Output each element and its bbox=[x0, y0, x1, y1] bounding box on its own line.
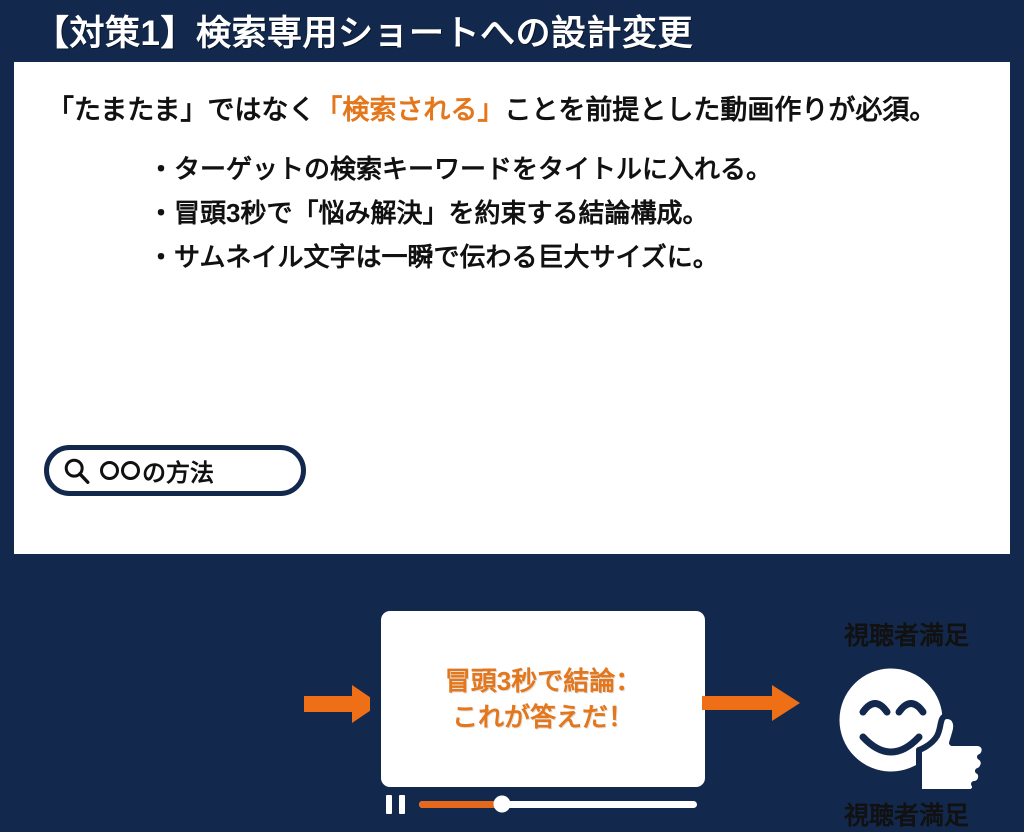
placeholder-circle-icon bbox=[100, 461, 119, 480]
video-screen: 冒頭3秒で結論： これが答えだ！ bbox=[381, 611, 705, 787]
placeholder-circle-icon bbox=[121, 461, 140, 480]
content-panel: 「たまたま」ではなく「検索される」ことを前提とした動画作りが必須。 ・ターゲット… bbox=[14, 62, 1010, 830]
list-item: ・ターゲットの検索キーワードをタイトルに入れる。 bbox=[148, 154, 773, 184]
progress-knob[interactable] bbox=[493, 795, 511, 813]
lead-sentence: 「たまたま」ではなく「検索される」ことを前提とした動画作りが必須。 bbox=[47, 88, 936, 127]
lead-part2: ことを前提とした動画作りが必須。 bbox=[504, 95, 937, 125]
satisfaction-label-top: 視聴者満足 bbox=[843, 622, 969, 650]
search-input[interactable]: の方法 bbox=[44, 445, 306, 496]
lead-highlight: 「検索される」 bbox=[315, 95, 505, 125]
pause-icon[interactable] bbox=[386, 794, 405, 814]
page-title: 【対策1】検索専用ショートへの設計変更 bbox=[34, 13, 693, 53]
search-query-label: の方法 bbox=[142, 460, 214, 487]
bullet-list: ・ターゲットの検索キーワードをタイトルに入れる。 ・冒頭3秒で「悩み解決」を約束… bbox=[148, 147, 772, 279]
search-icon bbox=[64, 458, 90, 484]
progress-fill bbox=[419, 800, 503, 808]
smiley-thumb-graphic bbox=[819, 654, 994, 795]
list-item: ・冒頭3秒で「悩み解決」を約束する結論構成。 bbox=[148, 198, 709, 228]
video-caption-line2: これが答えだ！ bbox=[451, 702, 634, 732]
flow-diagram: の方法 冒頭3秒で結論： これが答えだ！ bbox=[14, 294, 1010, 830]
satisfaction-label-bottom: 視聴者満足 bbox=[843, 802, 969, 830]
lead-part1: 「たまたま」ではなく bbox=[47, 95, 316, 125]
title-bar: 【対策1】検索専用ショートへの設計変更 bbox=[0, 0, 1024, 60]
satisfaction-block: 視聴者満足 視聴者満足 bbox=[804, 616, 1009, 830]
search-query-text: の方法 bbox=[100, 453, 214, 488]
arrow-right-icon bbox=[702, 685, 800, 721]
video-player[interactable]: 冒頭3秒で結論： これが答えだ！ bbox=[370, 600, 716, 829]
video-caption-line1: 冒頭3秒で結論： bbox=[444, 666, 642, 696]
player-controls[interactable] bbox=[381, 793, 705, 815]
progress-bar[interactable] bbox=[419, 795, 697, 813]
list-item: ・サムネイル文字は一瞬で伝わる巨大サイズに。 bbox=[148, 242, 719, 272]
